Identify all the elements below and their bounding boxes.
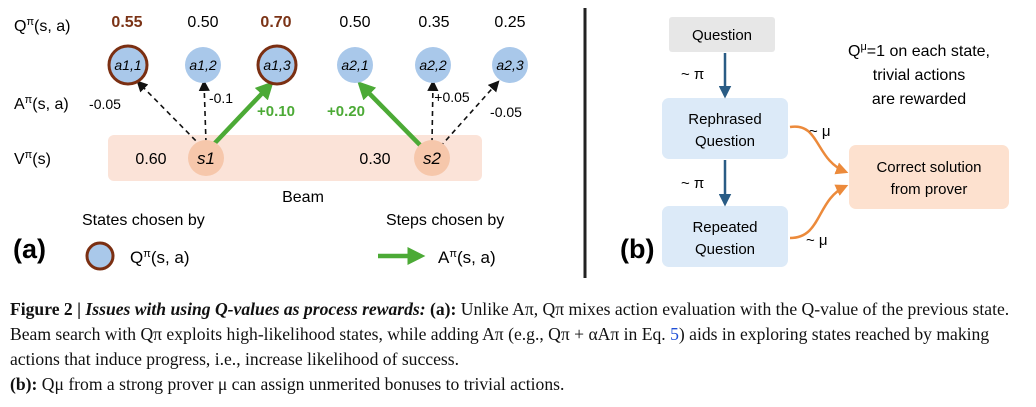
node-a12 bbox=[185, 47, 221, 83]
legend-steps-value: Aπ(s, a) bbox=[438, 248, 496, 267]
q-value-a23: 0.25 bbox=[494, 14, 525, 31]
note-line1: Qμ=1 on each state, bbox=[848, 41, 990, 60]
state-label-s2: s2 bbox=[423, 149, 442, 168]
legend-states-title: States chosen by bbox=[82, 212, 205, 229]
edge-s1-a12 bbox=[198, 79, 210, 144]
action-label-a12: a1,2 bbox=[189, 57, 216, 73]
state-node-s1 bbox=[188, 140, 224, 176]
action-label-a22: a2,2 bbox=[419, 57, 446, 73]
caption-title: Issues with using Q-values as process re… bbox=[85, 299, 426, 319]
arrow-rephrased-to-correct bbox=[789, 125, 849, 175]
box-rephrased-line2: Question bbox=[695, 133, 755, 150]
q-value-a21: 0.50 bbox=[339, 14, 370, 31]
adv-a12: -0.1 bbox=[209, 90, 233, 106]
panel-b: Question Rephrased Question Repeated Que… bbox=[620, 17, 1009, 267]
box-rephrased bbox=[662, 98, 788, 159]
box-question-label: Question bbox=[692, 27, 752, 44]
figure-2-diagram: Qπ(s, a) Aπ(s, a) Vπ(s) 0.55 0.50 0.70 0… bbox=[13, 8, 1009, 278]
q-value-a12: 0.50 bbox=[187, 14, 218, 31]
edge-s2-a22 bbox=[427, 79, 439, 144]
pi-label-1: ~ π bbox=[681, 66, 704, 83]
caption-part-a-text-2: ) aids in exploring states reached by ma… bbox=[10, 324, 990, 369]
beam-label: Beam bbox=[282, 189, 324, 206]
pi-label-2: ~ π bbox=[681, 175, 704, 192]
box-correct-solution bbox=[849, 145, 1009, 209]
node-a22 bbox=[415, 47, 451, 83]
action-label-a21: a2,1 bbox=[341, 57, 368, 73]
caption-eq-ref-link[interactable]: 5 bbox=[670, 324, 679, 344]
q-value-a11: 0.55 bbox=[111, 14, 142, 31]
row-label-a: Aπ(s, a) bbox=[14, 94, 69, 113]
panel-b-label: (b) bbox=[620, 234, 654, 264]
state-value-s1: 0.60 bbox=[135, 151, 166, 168]
caption-part-a-label: (a): bbox=[430, 299, 457, 319]
q-value-a22: 0.35 bbox=[418, 14, 449, 31]
node-a11 bbox=[107, 44, 149, 86]
caption-part-b-text: Qμ from a strong prover μ can assign unm… bbox=[41, 374, 565, 394]
box-question bbox=[669, 17, 775, 52]
figure-caption: Figure 2 | Issues with using Q-values as… bbox=[10, 297, 1028, 397]
q-value-a13: 0.70 bbox=[260, 14, 291, 31]
edge-s2-a21 bbox=[357, 81, 422, 147]
box-rephrased-line1: Rephrased bbox=[688, 111, 761, 128]
box-repeated bbox=[662, 206, 788, 267]
box-repeated-line1: Repeated bbox=[692, 219, 757, 236]
adv-a21: +0.20 bbox=[327, 103, 365, 120]
state-node-s2 bbox=[414, 140, 450, 176]
adv-a13: +0.10 bbox=[257, 103, 295, 120]
edge-s2-a23 bbox=[439, 80, 500, 148]
state-label-s1: s1 bbox=[197, 149, 215, 168]
mu-label-1: ~ μ bbox=[809, 123, 831, 140]
legend-state-icon bbox=[85, 241, 115, 271]
box-repeated-line2: Question bbox=[695, 241, 755, 258]
box-correct-line2: from prover bbox=[891, 181, 968, 198]
caption-figure-label: Figure 2 | bbox=[10, 299, 81, 319]
legend-states-value: Qπ(s, a) bbox=[130, 248, 190, 267]
node-a13 bbox=[256, 44, 298, 86]
edge-s1-a13 bbox=[211, 81, 274, 147]
box-correct-line1: Correct solution bbox=[876, 159, 981, 176]
panel-a-label: (a) bbox=[13, 234, 46, 264]
adv-a23: -0.05 bbox=[490, 104, 522, 120]
adv-a11: -0.05 bbox=[89, 96, 121, 112]
note-line2: trivial actions bbox=[873, 67, 965, 84]
legend-steps-title: Steps chosen by bbox=[386, 212, 504, 229]
node-a21 bbox=[337, 47, 373, 83]
mu-label-2: ~ μ bbox=[806, 232, 828, 249]
edge-s1-a11 bbox=[136, 80, 203, 148]
caption-part-a-text-1: Unlike Aπ, Qπ mixes action evaluation wi… bbox=[10, 299, 1010, 344]
note-line3: are rewarded bbox=[872, 91, 966, 108]
action-label-a13: a1,3 bbox=[263, 57, 290, 73]
action-label-a23: a2,3 bbox=[496, 57, 523, 73]
panel-a: Qπ(s, a) Aπ(s, a) Vπ(s) 0.55 0.50 0.70 0… bbox=[13, 14, 528, 271]
caption-part-b-label: (b): bbox=[10, 374, 38, 394]
row-label-v: Vπ(s) bbox=[14, 149, 51, 168]
arrow-repeated-to-correct bbox=[789, 184, 849, 240]
adv-a22: +0.05 bbox=[434, 89, 470, 105]
row-label-q: Qπ(s, a) bbox=[14, 16, 71, 35]
node-a23 bbox=[492, 47, 528, 83]
state-value-s2: 0.30 bbox=[359, 151, 390, 168]
action-label-a11: a1,1 bbox=[114, 57, 141, 73]
